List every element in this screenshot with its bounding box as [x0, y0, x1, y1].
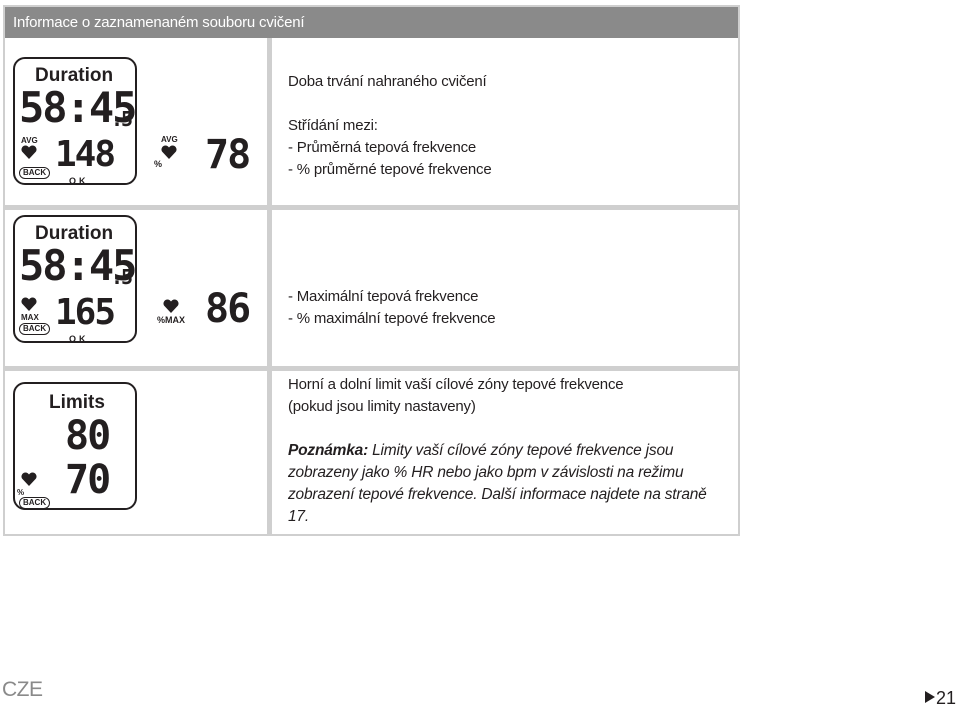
column-divider: [267, 38, 272, 534]
display-lower-limit: 70: [65, 457, 111, 503]
text-line: (pokud jsou limity nastaveny): [288, 398, 476, 415]
note-text: Limity vaší cílové zóny tepové frekvence…: [288, 442, 707, 525]
display-heart-rate: 148: [55, 134, 116, 175]
row-description: Horní a dolní limit vaší cílové zóny tep…: [288, 374, 728, 528]
heart-icon: [21, 472, 37, 486]
arrow-right-icon: [924, 691, 935, 703]
text-line: - Maximální tepová frekvence: [288, 288, 479, 305]
watch-display-max-percent: %MAX 86: [153, 289, 253, 359]
text-line: Doba trvání nahraného cvičení: [288, 73, 487, 90]
heart-icon: [21, 145, 37, 159]
watch-display-limits: Limits 80 70 % BACK: [13, 382, 137, 510]
heart-label: AVG: [21, 136, 38, 145]
row-description: - Maximální tepová frekvence - % maximál…: [288, 286, 728, 330]
ok-label: OK: [69, 334, 89, 344]
row-description: Doba trvání nahraného cvičení Střídání m…: [288, 71, 728, 181]
display-percent-value: 86: [205, 286, 251, 332]
row-divider: [5, 366, 738, 371]
back-label: BACK: [19, 323, 51, 335]
watch-display-duration-avg: Duration 58:45 .5 AVG 148 BACK OK: [13, 57, 137, 186]
note-label: Poznámka:: [288, 442, 369, 459]
ok-label: OK: [69, 176, 89, 186]
text-line: - % maximální tepové frekvence: [288, 310, 496, 327]
display-percent-value: 78: [205, 132, 251, 178]
display-time-fraction: .5: [111, 265, 133, 289]
heart-label: AVG: [161, 135, 178, 144]
watch-display-duration-max: Duration 58:45 .5 MAX 165 BACK OK: [13, 215, 137, 344]
back-label: BACK: [19, 497, 51, 509]
text-line: [288, 93, 728, 115]
display-heart-rate: 165: [55, 292, 116, 333]
percent-label: %: [154, 159, 163, 169]
display-label: Duration: [35, 65, 114, 86]
table-header: Informace o zaznamenaném souboru cvičení: [5, 7, 738, 38]
note-paragraph: Poznámka: Limity vaší cílové zóny tepové…: [288, 440, 728, 528]
watch-display-avg-percent: AVG % 78: [153, 135, 253, 205]
display-upper-limit: 80: [65, 413, 111, 459]
display-label: Limits: [49, 392, 105, 413]
percent-label: %: [17, 488, 25, 497]
heart-label: MAX: [21, 313, 39, 322]
display-time: 58:45: [19, 241, 137, 290]
text-line: - Průměrná tepová frekvence: [288, 139, 477, 156]
display-time: 58:45: [19, 83, 137, 132]
heart-icon: [163, 299, 179, 313]
text-line: Horní a dolní limit vaší cílové zóny tep…: [288, 376, 624, 393]
percent-max-label: %MAX: [157, 315, 186, 325]
text-line: Střídání mezi:: [288, 117, 378, 134]
display-label: Duration: [35, 223, 114, 244]
page-number-block: 21: [924, 688, 956, 709]
text-line: - % průměrné tepové frekvence: [288, 161, 492, 178]
heart-icon: [21, 297, 37, 311]
back-label: BACK: [19, 167, 51, 179]
row-divider: [5, 205, 738, 210]
display-time-fraction: .5: [111, 107, 133, 131]
heart-icon: [161, 145, 177, 159]
page-number: 21: [935, 688, 956, 708]
language-code: CZE: [2, 678, 43, 701]
info-table: Informace o zaznamenaném souboru cvičení…: [3, 5, 740, 536]
